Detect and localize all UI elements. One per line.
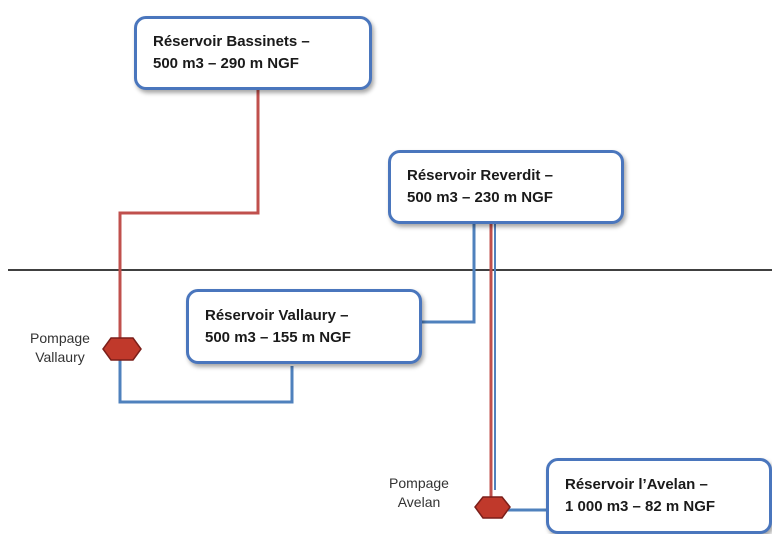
pump-vallaury-label: Pompage Vallaury xyxy=(20,329,100,367)
reservoir-avelan: Réservoir l’Avelan – 1 000 m3 – 82 m NGF xyxy=(546,458,772,534)
reservoir-vallaury-line2: 500 m3 – 155 m NGF xyxy=(205,328,351,346)
pump-avelan-icon xyxy=(474,496,511,519)
reservoir-reverdit: Réservoir Reverdit – 500 m3 – 230 m NGF xyxy=(388,150,624,224)
pump-vallaury-line2: Vallaury xyxy=(35,349,85,365)
blue-pipe-vallaury xyxy=(118,358,294,404)
reservoir-vallaury-line1: Réservoir Vallaury – xyxy=(205,306,349,324)
pump-vallaury-icon xyxy=(102,337,142,361)
blue-pipe-reverdit xyxy=(422,224,476,324)
pump-avelan-line2: Avelan xyxy=(397,494,441,510)
reservoir-bassinets: Réservoir Bassinets – 500 m3 – 290 m NGF xyxy=(134,16,372,90)
reservoir-bassinets-line2: 500 m3 – 290 m NGF xyxy=(153,55,299,72)
reservoir-reverdit-line1: Réservoir Reverdit – xyxy=(407,167,553,184)
pump-vallaury-line1: Pompage xyxy=(30,330,90,346)
red-pipe-bassinets xyxy=(118,90,260,338)
pump-avelan-line1: Pompage xyxy=(389,475,449,491)
reservoir-avelan-line1: Réservoir l’Avelan – xyxy=(565,476,708,493)
reservoir-reverdit-line2: 500 m3 – 230 m NGF xyxy=(407,189,553,206)
reservoir-vallaury: Réservoir Vallaury – 500 m3 – 155 m NGF xyxy=(186,289,422,364)
reservoir-bassinets-line1: Réservoir Bassinets – xyxy=(153,33,310,50)
pump-avelan-label: Pompage Avelan xyxy=(374,474,464,512)
reservoir-avelan-line2: 1 000 m3 – 82 m NGF xyxy=(565,498,716,515)
